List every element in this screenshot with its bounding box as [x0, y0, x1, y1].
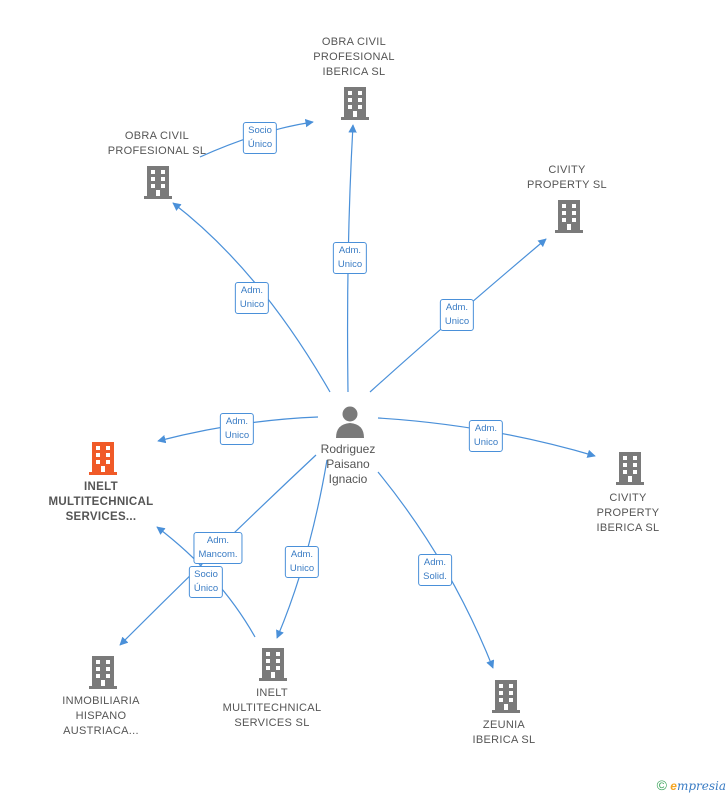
building-icon — [555, 200, 583, 233]
company-label-civity-property[interactable]: CIVITY PROPERTY SL — [527, 164, 607, 191]
building-icon-highlight[interactable] — [87, 440, 119, 476]
building-icon — [341, 87, 369, 120]
edge-label-obra-civil-sl: Adm.Unico — [234, 282, 270, 314]
company-label-zeunia-iberica[interactable]: ZEUNIA IBERICA SL — [472, 719, 536, 746]
edge-label-civity-iberica: Adm.Unico — [468, 420, 504, 452]
brand-name: mpresia — [676, 779, 726, 793]
company-label-inmobiliaria-hispano[interactable]: INMOBILIARIA HISPANO AUSTRIACA... — [62, 695, 140, 737]
company-label-inelt-sl[interactable]: INELT MULTITECHNICAL SERVICES SL — [222, 687, 322, 729]
edge-label-civity-property: Adm.Unico — [439, 299, 475, 331]
copyright-icon: © — [656, 777, 667, 793]
person-label[interactable]: Rodriguez Paisano Ignacio — [320, 442, 376, 486]
company-label-civity-property-iberica[interactable]: CIVITY PROPERTY IBERICA SL — [596, 492, 660, 534]
edge-label-inmobiliaria: Adm.Mancom. — [193, 532, 243, 564]
edge-label-zeunia: Adm.Solid. — [418, 554, 452, 586]
company-label-obra-civil-profesional-iberica[interactable]: OBRA CIVIL PROFESIONAL IBERICA SL — [313, 36, 395, 78]
edge-label-inelt-sl: Adm.Unico — [284, 546, 320, 578]
person-icon[interactable] — [334, 405, 366, 439]
edge-label-inelt-main: Adm.Unico — [219, 413, 255, 445]
building-icon — [89, 656, 117, 689]
edge-label-obra-civil-iberica: Adm.Unico — [332, 242, 368, 274]
building-icon — [259, 648, 287, 681]
company-label-inelt-main[interactable]: INELT MULTITECHNICAL SERVICES... — [48, 481, 154, 523]
building-icon — [616, 452, 644, 485]
brand-logo-initial: e — [670, 779, 677, 793]
building-icon — [492, 680, 520, 713]
company-label-obra-civil-profesional[interactable]: OBRA CIVIL PROFESIONAL SL — [107, 130, 207, 157]
footer-brand[interactable]: © empresia — [657, 777, 726, 793]
building-icon — [144, 166, 172, 199]
